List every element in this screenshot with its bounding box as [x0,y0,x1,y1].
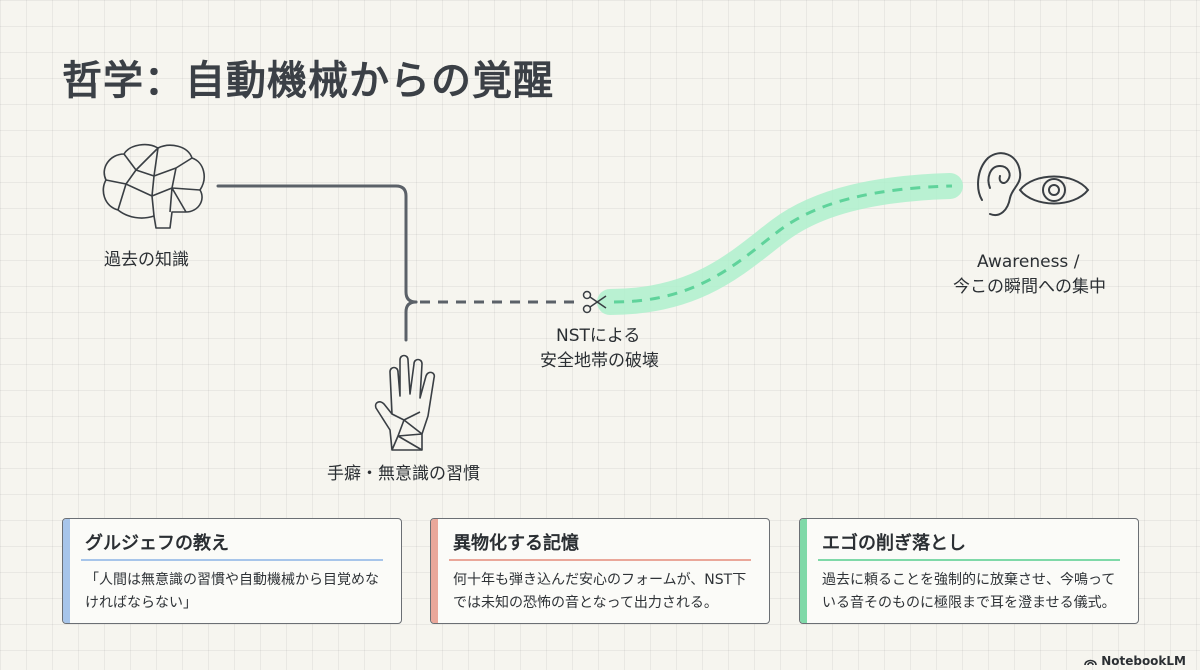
notebooklm-brand: NotebookLM [1084,654,1186,668]
habits-label: 手癖・無意識の習慣 [327,464,480,484]
card-body: 過去に頼ることを強制的に放棄させ、今鳴っている音そのものに極限まで耳を澄ませる儀… [822,572,1116,611]
card-ego-shedding: エゴの削ぎ落とし 過去に頼ることを強制的に放棄させ、今鳴っている音そのものに極限… [799,518,1139,624]
card-gurdjieff: グルジェフの教え 「人間は無意識の習慣や自動機械から目覚めなければならない」 [62,518,402,624]
awareness-label-line2: 今この瞬間への集中 [953,277,1106,297]
card-divider [81,559,383,561]
scissors-icon [582,290,608,318]
card-accent [800,519,807,623]
green-glow-path [597,173,963,315]
dashed-path-green [613,184,953,304]
page-title: 哲学：自動機械からの覚醒 [62,58,554,104]
card-title: グルジェフの教え [85,533,229,554]
hand-connector-line [404,300,418,342]
card-body: 「人間は無意識の習慣や自動機械から目覚めなければならない」 [85,572,379,611]
nst-label-line1: NSTによる [556,326,641,346]
brain-icon [96,140,210,236]
card-accent [431,519,438,623]
card-accent [63,519,70,623]
hand-icon [370,350,440,458]
past-knowledge-label: 過去の知識 [104,250,189,270]
brand-label: NotebookLM [1101,654,1186,668]
brain-connector-line [216,184,418,304]
card-divider [818,559,1120,561]
eye-icon [1016,166,1092,218]
card-title: 異物化する記憶 [453,533,579,554]
nst-label-line2: 安全地帯の破壊 [540,351,659,371]
card-divider [449,559,751,561]
ear-icon [972,148,1024,226]
card-body: 何十年も弾き込んだ安心のフォームが、NST下では未知の恐怖の音となって出力される… [453,572,747,611]
card-title: エゴの削ぎ落とし [822,533,966,554]
card-alien-memory: 異物化する記憶 何十年も弾き込んだ安心のフォームが、NST下では未知の恐怖の音と… [430,518,770,624]
awareness-label-line1: Awareness / [977,252,1080,272]
notebooklm-logo-icon [1084,659,1097,666]
